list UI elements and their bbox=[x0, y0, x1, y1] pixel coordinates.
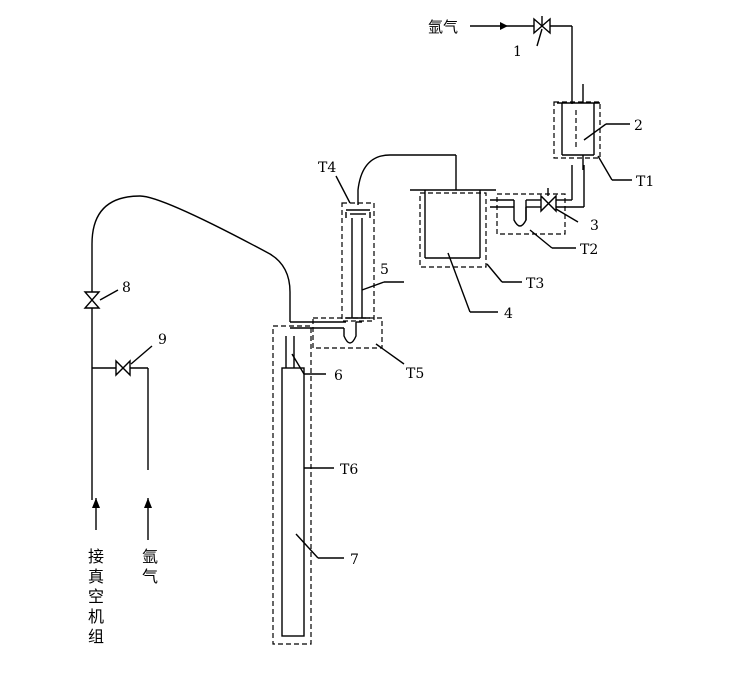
leader-t5 bbox=[375, 343, 405, 365]
jacket-t4 bbox=[341, 202, 375, 322]
pipe-4-to-5 bbox=[357, 154, 456, 205]
jacket-t6 bbox=[272, 325, 312, 645]
leader-3 bbox=[555, 208, 579, 223]
label-5: 5 bbox=[380, 262, 389, 278]
vessel-2 bbox=[557, 84, 600, 170]
crucible-7 bbox=[281, 367, 305, 637]
label-7: 7 bbox=[350, 552, 359, 568]
label-argon-top: 氩气 bbox=[428, 18, 458, 36]
u-trap-t5 bbox=[290, 321, 362, 344]
argon-inlet-top bbox=[470, 22, 573, 104]
valve-8[interactable] bbox=[83, 289, 119, 309]
jacket-t5 bbox=[312, 317, 383, 349]
label-t4: T4 bbox=[318, 160, 336, 176]
arch-pipe bbox=[91, 195, 291, 322]
label-4: 4 bbox=[504, 306, 513, 322]
column-5 bbox=[345, 209, 371, 319]
label-3: 3 bbox=[590, 218, 599, 234]
label-9: 9 bbox=[158, 332, 167, 348]
label-vacuum-unit: 接真空机组 bbox=[85, 548, 104, 648]
label-1: 1 bbox=[513, 44, 522, 60]
valve-3[interactable] bbox=[540, 188, 557, 213]
leader-t4 bbox=[335, 175, 351, 204]
leader-7 bbox=[295, 533, 344, 559]
leader-5 bbox=[361, 281, 404, 291]
vessel-4 bbox=[410, 155, 496, 259]
label-vacuum-unit-wrap: 接真空机组 bbox=[85, 548, 104, 648]
leader-4 bbox=[447, 252, 498, 313]
label-t3: T3 bbox=[526, 276, 544, 292]
jacket-t1 bbox=[553, 101, 601, 159]
label-2: 2 bbox=[634, 118, 643, 134]
label-t5: T5 bbox=[406, 366, 424, 382]
leader-t2 bbox=[529, 229, 576, 249]
valve-1[interactable] bbox=[533, 16, 551, 47]
label-8: 8 bbox=[122, 280, 131, 296]
leader-2 bbox=[583, 123, 630, 141]
leader-t1 bbox=[597, 155, 632, 181]
label-argon-bottom: 氩气 bbox=[139, 548, 158, 588]
label-6: 6 bbox=[334, 368, 343, 384]
jacket-t3 bbox=[419, 192, 487, 268]
label-t2: T2 bbox=[580, 242, 598, 258]
valve-9[interactable] bbox=[115, 345, 153, 377]
tube-6 bbox=[285, 336, 295, 368]
label-t6: T6 bbox=[340, 462, 358, 478]
vacuum-line bbox=[91, 290, 100, 530]
argon-branch bbox=[92, 367, 152, 540]
leader-t3 bbox=[486, 263, 522, 283]
leader-6 bbox=[291, 353, 326, 375]
tube-to-vessel-4 bbox=[490, 165, 585, 227]
label-t1: T1 bbox=[636, 174, 654, 190]
label-argon-bottom-wrap: 氩气 bbox=[139, 548, 158, 588]
